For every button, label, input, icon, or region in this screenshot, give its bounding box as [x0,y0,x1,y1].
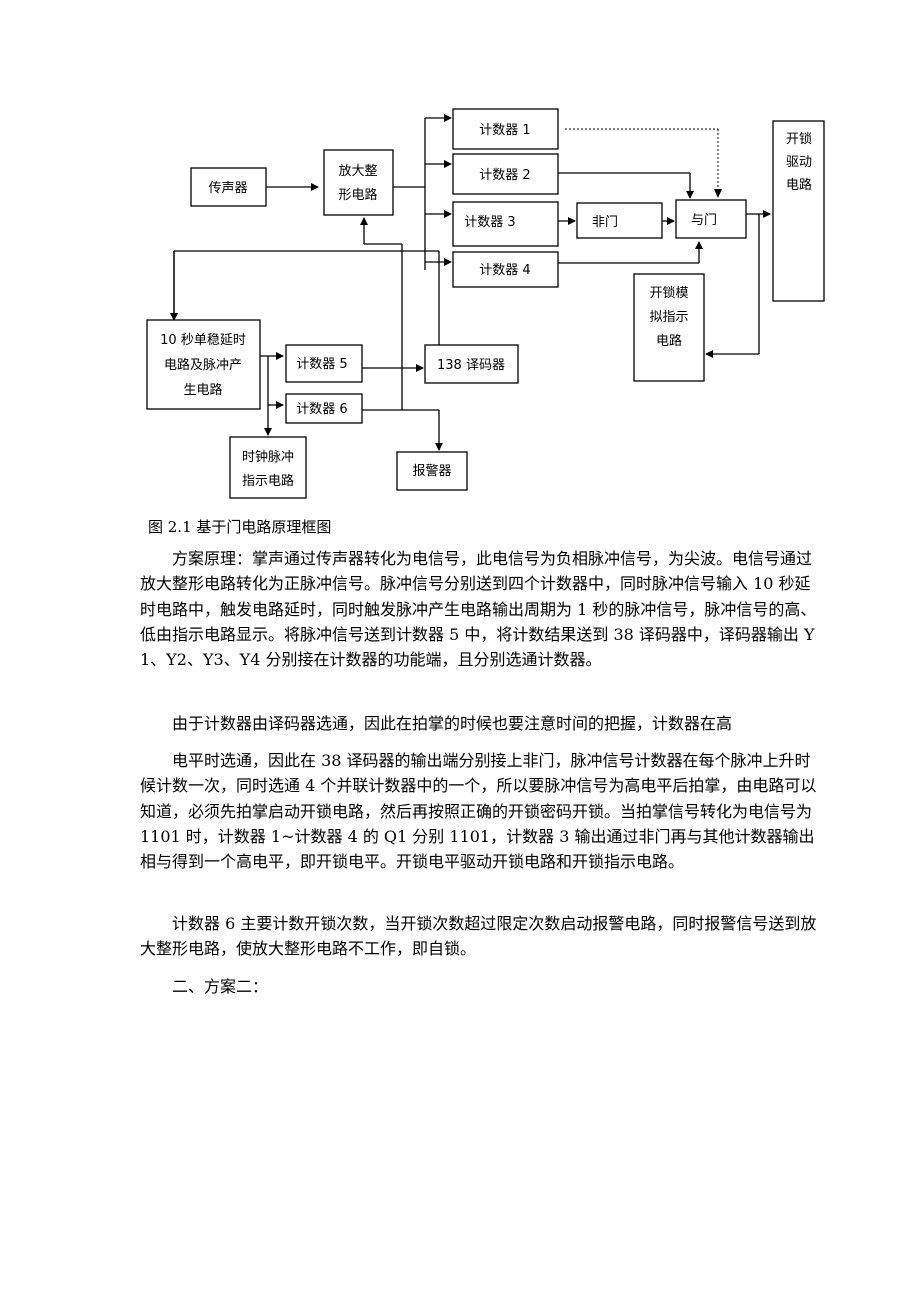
delay-circuit-block [146,319,261,410]
counter5-block [285,344,363,383]
alarm-label: 报警器 [412,463,451,479]
connection-lines [170,114,771,451]
and-gate-label: 与门 [691,213,717,228]
counter2-label: 计数器 2 [479,168,530,183]
clock-indicator-block [229,436,307,499]
paragraph-timing: 由于计数器由译码器选通，因此在拍掌的时候也要注意时间的把握，计数器在高 [172,714,733,733]
counter6-label: 计数器 6 [296,402,347,417]
section-heading-plan2: 二、方案二： [172,977,269,996]
clock-label-2: 指示电路 [242,473,294,489]
counter2-block [452,153,559,195]
counter6-block [285,393,363,424]
and-gate-block [675,199,747,239]
counter4-label: 计数器 4 [479,263,530,278]
unlock-indicator-label-2: 拟指示 [649,310,688,325]
unlock-indicator-block [633,273,705,382]
counter3-block [452,201,559,247]
block-diagram: 传声器 放大整 形电路 计数器 1 计数器 2 计数器 3 计数器 4 非门 与… [146,108,825,499]
counter3-label: 计数器 3 [464,215,515,230]
paragraph-principle: 方案原理：掌声通过传声器转化为电信号，此电信号为负相脉冲信号，为尖波。电信号通过… [140,549,817,670]
paragraph-counter6: 计数器 6 主要计数开锁次数，当开锁次数超过限定次数启动报警电路，同时报警信号送… [140,914,817,959]
counter4-block [452,251,559,288]
decoder-label: 138 译码器 [437,358,505,373]
alarm-block [396,451,468,491]
delay-label-3: 生电路 [183,382,222,398]
delay-label-2: 电路及脉冲产 [164,357,242,373]
paragraph-decoder: 电平时选通，因此在 38 译码器的输出端分别接上非门，脉冲信号计数器在每个脉冲上… [140,751,818,872]
unlock-indicator-label-1: 开锁模 [649,285,688,301]
unlock-drive-label-2: 驱动 [786,155,812,170]
amplifier-label-2: 形电路 [338,187,377,203]
counter1-label: 计数器 1 [479,123,530,138]
microphone-label: 传声器 [208,181,247,196]
counter5-label: 计数器 5 [296,357,347,372]
microphone-block [190,167,267,207]
amplifier-block [323,149,394,216]
not-gate-block [576,202,663,239]
counter1-block [452,108,559,150]
delay-label-1: 10 秒单稳延时 [160,332,246,348]
clock-label-1: 时钟脉冲 [242,449,294,465]
figure-caption: 图 2.1 基于门电路原理框图 [148,518,332,536]
amplifier-label-1: 放大整 [338,164,377,179]
unlock-drive-label-3: 电路 [786,177,812,193]
unlock-drive-block [772,120,825,302]
unlock-indicator-label-3: 电路 [656,333,682,349]
not-gate-label: 非门 [592,215,618,230]
unlock-drive-label-1: 开锁 [786,131,812,147]
decoder-block [424,344,519,384]
